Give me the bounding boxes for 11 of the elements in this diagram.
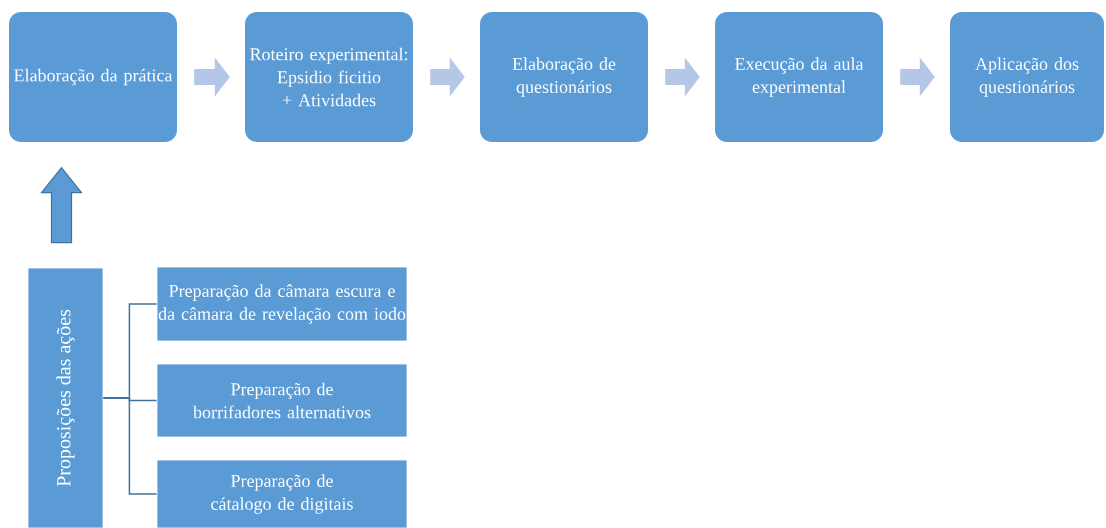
action-box: Preparação de borrifadores alternativos [156, 363, 408, 438]
process-box: Elaboração da prática [9, 12, 177, 142]
process-box: Elaboração de questionários [480, 12, 648, 142]
process-box: Execução da aula experimental [715, 12, 883, 142]
block-arrow [40, 166, 83, 244]
category-box: Proposições das ações [27, 267, 104, 528]
process-box: Aplicação dos questionários [950, 12, 1104, 142]
action-box: Preparação da câmara escura e da câmara de revelação com iodo [156, 266, 408, 342]
process-box: Roteiro experimental: Epsidio ficitio + Atividades [245, 12, 413, 142]
bracket-connector [102, 397, 158, 495]
action-box: Preparação de cátalogo de digitais [156, 459, 408, 528]
